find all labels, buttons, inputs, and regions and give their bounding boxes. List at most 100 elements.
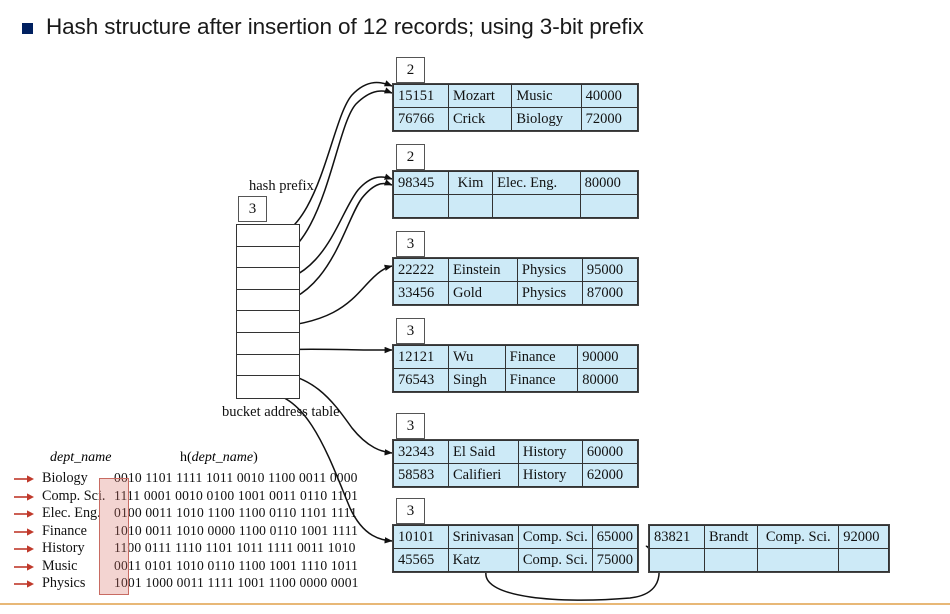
- legend-row-comp-sci: Comp. Sci. 1111 0001 0010 0100 1001 0011…: [14, 488, 364, 506]
- legend-dept: Comp. Sci.: [42, 487, 106, 504]
- bat-slot-7[interactable]: [237, 376, 299, 398]
- legend-row-biology: Biology 0010 1101 1111 1011 0010 1100 00…: [14, 470, 364, 488]
- bat-slot-1[interactable]: [237, 247, 299, 269]
- table-row[interactable]: 83821 Brandt Comp. Sci. 92000: [649, 525, 889, 549]
- table-row[interactable]: 32343 El Said History 60000: [393, 440, 639, 464]
- cell-salary: [579, 194, 639, 218]
- cell-id: 15151: [393, 84, 449, 108]
- cell-name: Singh: [448, 368, 506, 392]
- cell-salary: 80000: [579, 171, 639, 195]
- cell-dept: Comp. Sci.: [517, 525, 593, 549]
- bucket-music-biology[interactable]: 15151 Mozart Music 40000 76766 Crick Bio…: [392, 83, 639, 132]
- cell-name: Crick: [447, 107, 513, 131]
- three-bit-prefix-highlight: [99, 478, 129, 595]
- bucket-finance[interactable]: 12121 Wu Finance 90000 76543 Singh Finan…: [392, 344, 639, 393]
- cell-salary: 75000: [591, 548, 639, 572]
- bucket-elec-eng[interactable]: 98345 Kim Elec. Eng. 80000: [392, 170, 639, 219]
- cell-name: Katz: [447, 548, 519, 572]
- table-row[interactable]: 12121 Wu Finance 90000: [393, 345, 638, 369]
- cell-salary: 65000: [591, 525, 639, 549]
- legend-dept: Physics: [42, 575, 86, 591]
- cell-name: Einstein: [448, 258, 518, 282]
- cell-id: 45565: [393, 548, 449, 572]
- cell-salary: 80000: [577, 368, 638, 392]
- cell-dept: Finance: [504, 345, 579, 369]
- cell-dept: Music: [511, 84, 582, 108]
- arrow-right-icon: [14, 562, 34, 571]
- cell-dept: History: [517, 463, 583, 487]
- legend-dept: History: [42, 540, 85, 556]
- legend-hash: 1001 1000 0011 1111 1001 1100 0000 0001: [114, 575, 359, 590]
- legend-hash: 0010 1101 1111 1011 0010 1100 0011 0000: [114, 470, 358, 485]
- bat-slot-3[interactable]: [237, 290, 299, 312]
- table-row[interactable]: [649, 548, 889, 572]
- bat-slot-6[interactable]: [237, 355, 299, 377]
- table-row[interactable]: 45565 Katz Comp. Sci. 75000: [393, 548, 639, 572]
- table-row[interactable]: 58583 Califieri History 62000: [393, 463, 639, 487]
- cell-salary: 87000: [581, 281, 639, 305]
- cell-salary: [838, 548, 889, 572]
- cell-id: [649, 548, 705, 572]
- bucket-5-local-depth: 3: [396, 498, 425, 524]
- cell-name: El Said: [448, 440, 519, 464]
- arrow-right-icon: [14, 510, 34, 518]
- legend-dept: Biology: [42, 470, 88, 486]
- cell-salary: 60000: [581, 440, 639, 464]
- legend-col-dept: dept_name: [50, 450, 112, 465]
- bucket-1-local-depth: 2: [396, 144, 425, 170]
- cell-id: 98345: [393, 171, 449, 195]
- cell-dept: [757, 548, 840, 572]
- global-depth-box: 3: [238, 196, 267, 222]
- cell-name: Brandt: [703, 525, 759, 549]
- table-row[interactable]: 10101 Srinivasan Comp. Sci. 65000: [393, 525, 639, 549]
- legend-row-physics: Physics 1001 1000 0011 1111 1001 1100 00…: [14, 575, 364, 593]
- hash-prefix-label: hash prefix: [249, 178, 314, 194]
- bucket-2-local-depth: 3: [396, 231, 425, 257]
- cell-salary: 72000: [580, 107, 639, 131]
- legend-row-music: Music 0011 0101 1010 0110 1100 1001 1110…: [14, 558, 364, 576]
- legend-hash: 1100 0111 1110 1101 1011 1111 0011 1010: [114, 540, 356, 555]
- table-row[interactable]: 76766 Crick Biology 72000: [393, 107, 639, 131]
- legend-header: dept_name h(dept_name): [14, 450, 364, 470]
- cell-name: Gold: [448, 281, 518, 305]
- legend-hash: 1111 0001 0010 0100 1001 0011 0110 1101: [114, 487, 359, 503]
- bat-slot-5[interactable]: [237, 333, 299, 355]
- footer-divider: [0, 603, 950, 605]
- cell-name: [703, 548, 759, 572]
- cell-dept: Finance: [504, 368, 579, 392]
- bucket-address-table[interactable]: [236, 224, 300, 399]
- cell-salary: 92000: [838, 525, 889, 549]
- table-row[interactable]: 15151 Mozart Music 40000: [393, 84, 639, 108]
- cell-id: 33456: [393, 281, 449, 305]
- table-row[interactable]: 22222 Einstein Physics 95000: [393, 258, 639, 282]
- cell-id: 76766: [393, 107, 449, 131]
- legend-hash: 0011 0101 1010 0110 1100 1001 1110 1011: [114, 557, 359, 573]
- title-text: Hash structure after insertion of 12 rec…: [46, 14, 644, 39]
- table-row[interactable]: 76543 Singh Finance 80000: [393, 368, 638, 392]
- cell-salary: 62000: [581, 463, 639, 487]
- cell-name: Mozart: [447, 84, 513, 108]
- arrow-right-icon: [14, 492, 34, 501]
- bat-slot-0[interactable]: [237, 225, 299, 247]
- table-row[interactable]: 33456 Gold Physics 87000: [393, 281, 639, 305]
- cell-dept: Comp. Sci.: [517, 548, 593, 572]
- cell-id: 76543: [393, 368, 449, 392]
- table-row[interactable]: [393, 194, 639, 218]
- table-row[interactable]: 98345 Kim Elec. Eng. 80000: [393, 171, 639, 195]
- cell-dept: Biology: [511, 107, 582, 131]
- bat-slot-2[interactable]: [237, 268, 299, 290]
- cell-name: Califieri: [448, 463, 519, 487]
- bucket-comp-sci[interactable]: 10101 Srinivasan Comp. Sci. 65000 45565 …: [392, 524, 639, 573]
- cell-name: [447, 194, 494, 218]
- bucket-history[interactable]: 32343 El Said History 60000 58583 Califi…: [392, 439, 639, 488]
- arrow-right-icon: [14, 580, 34, 588]
- bucket-3-local-depth: 3: [396, 318, 425, 344]
- bucket-physics[interactable]: 22222 Einstein Physics 95000 33456 Gold …: [392, 257, 639, 306]
- cell-dept: History: [517, 440, 583, 464]
- bat-slot-4[interactable]: [237, 311, 299, 333]
- cell-id: [393, 194, 449, 218]
- legend-hash: 1010 0011 1010 0000 1100 0110 1001 1111: [114, 522, 359, 538]
- cell-salary: 95000: [581, 258, 639, 282]
- overflow-bucket-comp-sci[interactable]: 83821 Brandt Comp. Sci. 92000: [648, 524, 890, 573]
